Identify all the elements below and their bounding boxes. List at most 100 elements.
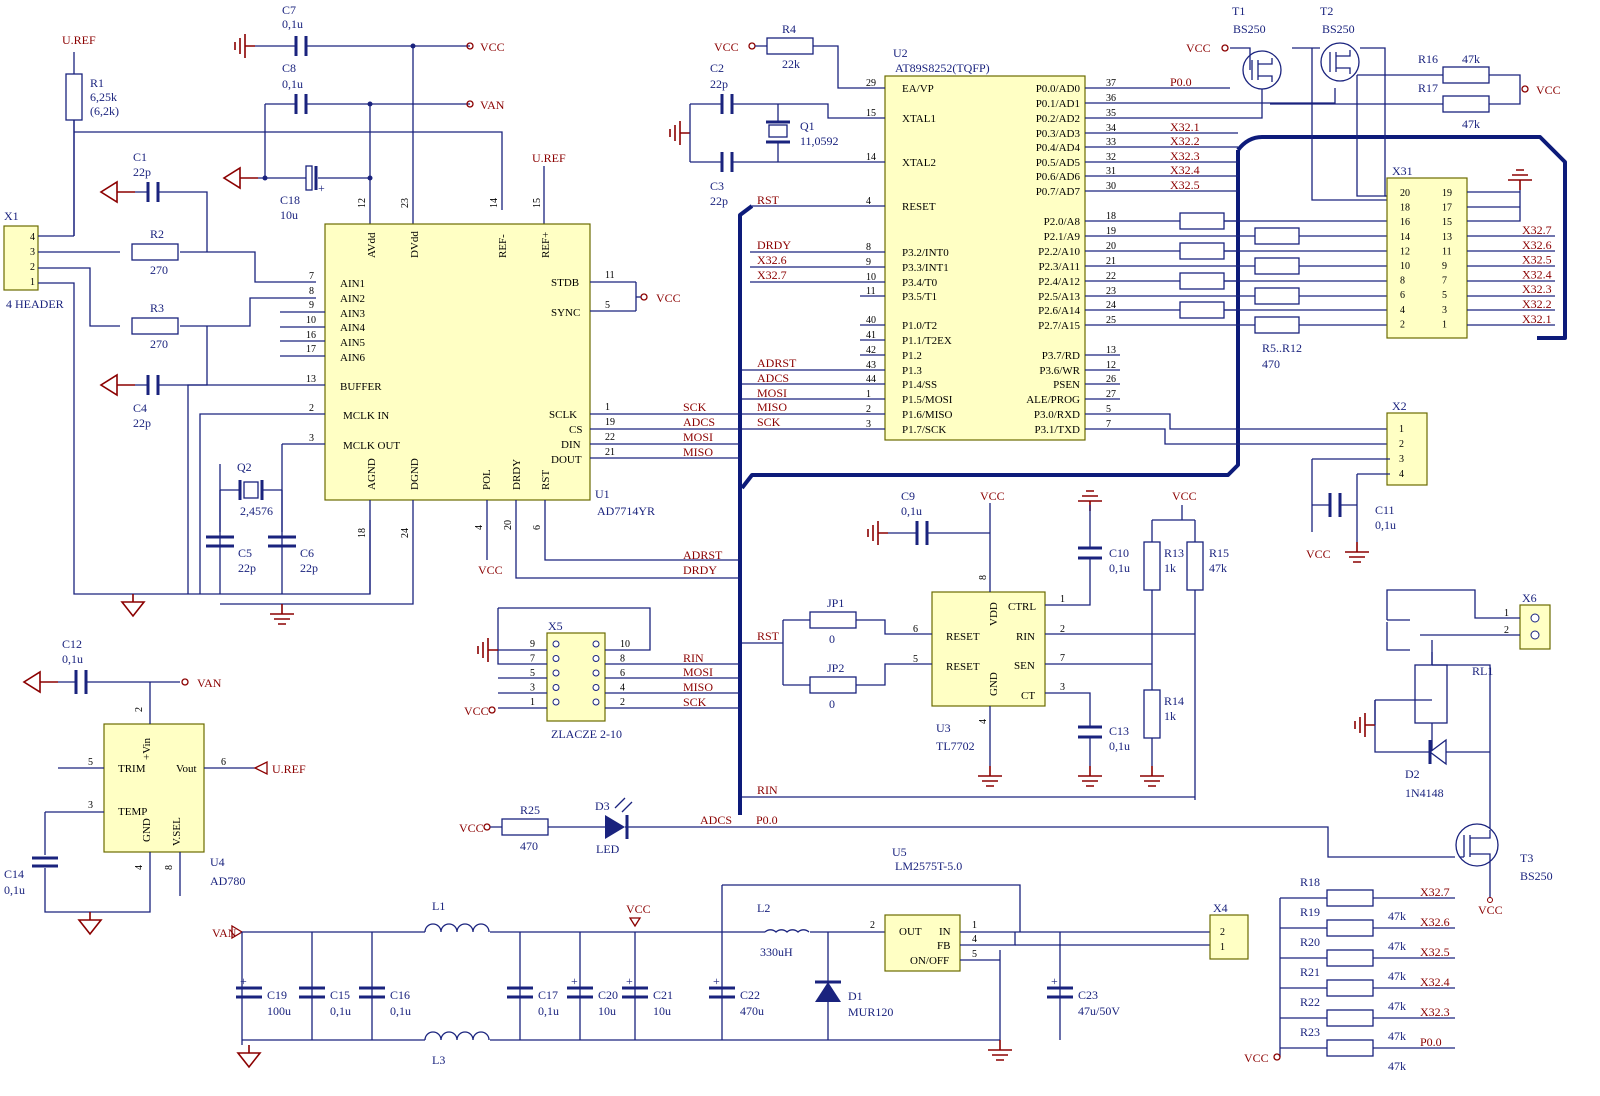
u2-pin-num: 32 [1106, 152, 1116, 163]
x31-pin-left: 14 [1400, 232, 1410, 243]
svg-text:C21: C21 [653, 988, 673, 1002]
svg-text:RESET: RESET [946, 661, 980, 673]
u2-pin-num: 1 [866, 389, 871, 400]
svg-text:BS250: BS250 [1322, 22, 1355, 36]
svg-text:AGND: AGND [366, 458, 378, 490]
svg-text:0: 0 [829, 632, 835, 646]
svg-text:6,25k: 6,25k [90, 90, 117, 104]
svg-text:C23: C23 [1078, 988, 1098, 1002]
svg-text:0,1u: 0,1u [330, 1004, 351, 1018]
svg-text:CTRL: CTRL [1008, 601, 1036, 613]
u1-stdb-vcc: VCC [656, 291, 681, 305]
svg-text:STDB: STDB [551, 277, 579, 289]
net-rst-u2: RST [757, 193, 780, 207]
r25-resistor: VCC R25 470 [459, 803, 740, 853]
svg-text:L2: L2 [757, 901, 770, 915]
net-p00-led: P0.0 [756, 813, 778, 827]
u2-pin-num: 3 [866, 419, 871, 430]
svg-text:5: 5 [88, 757, 93, 768]
svg-text:13: 13 [306, 374, 316, 385]
svg-text:VCC: VCC [1306, 547, 1331, 561]
x31-connector: X31 [1386, 164, 1468, 339]
svg-text:L1: L1 [432, 899, 445, 913]
data-bus [738, 135, 1567, 815]
u2-left-pins: EA/VP29XTAL115XTAL214RESET4P3.2/INT08P3.… [866, 78, 953, 436]
u2-pin-name: P0.2/AD2 [1036, 113, 1080, 125]
svg-text:12: 12 [357, 198, 368, 208]
svg-text:RIN: RIN [1016, 631, 1035, 643]
svg-text:23: 23 [400, 198, 411, 208]
u2-pin-name: ALE/PROG [1026, 394, 1080, 406]
u2-pin-name: P0.4/AD4 [1036, 142, 1081, 154]
svg-text:VCC: VCC [1478, 903, 1503, 917]
svg-text:47k: 47k [1388, 939, 1406, 953]
u4-wires [44, 682, 255, 913]
svg-text:V.SEL: V.SEL [171, 817, 183, 846]
svg-text:0,1u: 0,1u [538, 1004, 559, 1018]
x5-pin-right-pad [592, 640, 600, 648]
svg-text:22p: 22p [133, 416, 151, 430]
u2-pin-num: 24 [1106, 300, 1116, 311]
u5-regulator: U5 LM2575T-5.0 OUT 2 IN 1 FB 4 ON/OFF 5 [870, 845, 1016, 972]
x31-pin-right: 17 [1442, 203, 1452, 214]
svg-text:2: 2 [309, 403, 314, 414]
svg-text:0,1u: 0,1u [282, 17, 303, 31]
net-x324-u2: X32.4 [1170, 163, 1200, 177]
u2-pin-name: XTAL2 [902, 157, 936, 169]
svg-text:AIN1: AIN1 [340, 278, 365, 290]
net-sck-x5: SCK [683, 695, 707, 709]
u2-pin-num: 34 [1106, 123, 1116, 134]
u2-pin-name: P1.0/T2 [902, 320, 937, 332]
u2-pin-name: P1.7/SCK [902, 424, 946, 436]
x31-pin-left: 16 [1400, 217, 1410, 228]
supply-rail: VAN VCC [212, 884, 1210, 1068]
c13-capacitor: C13 0,1u [1077, 722, 1130, 787]
u1-uref-label: U.REF [532, 151, 566, 165]
svg-text:6: 6 [913, 624, 918, 635]
svg-text:0,1u: 0,1u [1375, 518, 1396, 532]
c7-capacitor: C7 0,1u VCC [234, 3, 505, 59]
r16-resistor: R16 47k [1356, 52, 1521, 197]
svg-text:9: 9 [309, 300, 314, 311]
u2-pin-name: P3.6/WR [1039, 365, 1080, 377]
x4-connector: X4 2 1 [1209, 901, 1249, 960]
svg-text:REF-: REF- [497, 234, 509, 258]
x31-pin-left: 2 [1400, 319, 1405, 330]
svg-text:6: 6 [532, 525, 543, 530]
x5-connector: X5 ZLACZE 2-10 [546, 619, 622, 741]
x5-pin-left-pad [552, 655, 560, 662]
svg-text:22k: 22k [782, 57, 800, 71]
u2-right-wires [1085, 78, 1390, 445]
x5-pin-right-pad [592, 684, 600, 691]
svg-text:470: 470 [1262, 357, 1280, 371]
u2-pin-num: 13 [1106, 345, 1116, 356]
svg-text:X32.7: X32.7 [1420, 885, 1450, 899]
svg-text:2: 2 [1060, 624, 1065, 635]
svg-text:R20: R20 [1300, 935, 1320, 949]
u2-pin-num: 15 [866, 108, 876, 119]
u2-pin-num: 20 [1106, 241, 1116, 252]
svg-text:R21: R21 [1300, 965, 1320, 979]
d3-led: D3 LED [595, 797, 633, 856]
svg-text:DIN: DIN [561, 439, 581, 451]
svg-text:AIN2: AIN2 [340, 293, 365, 305]
svg-text:ZLACZE 2-10: ZLACZE 2-10 [551, 727, 622, 741]
svg-text:17: 17 [306, 344, 316, 355]
x5-vcc: VCC [464, 704, 489, 718]
svg-text:MCLK OUT: MCLK OUT [343, 440, 400, 452]
svg-text:C12: C12 [62, 637, 82, 651]
svg-text:C2: C2 [710, 61, 724, 75]
svg-text:47k: 47k [1462, 52, 1480, 66]
svg-text:U2: U2 [893, 46, 908, 60]
t3-transistor: T3 BS250 VCC [1455, 823, 1553, 917]
net-adcs-led: ADCS [700, 813, 732, 827]
svg-text:22p: 22p [710, 77, 728, 91]
net-mosi-u1: MOSI [683, 430, 713, 444]
svg-text:CT: CT [1021, 690, 1035, 702]
u2-pin-num: 42 [866, 345, 876, 356]
x5-pin-left-pad [552, 684, 560, 691]
u1-adc: U1 AD7714YR AIN1 AIN2 AIN3 AIN4 AIN5 AIN… [306, 198, 655, 538]
net-miso-x5: MISO [683, 680, 713, 694]
svg-text:MCLK IN: MCLK IN [343, 410, 389, 422]
